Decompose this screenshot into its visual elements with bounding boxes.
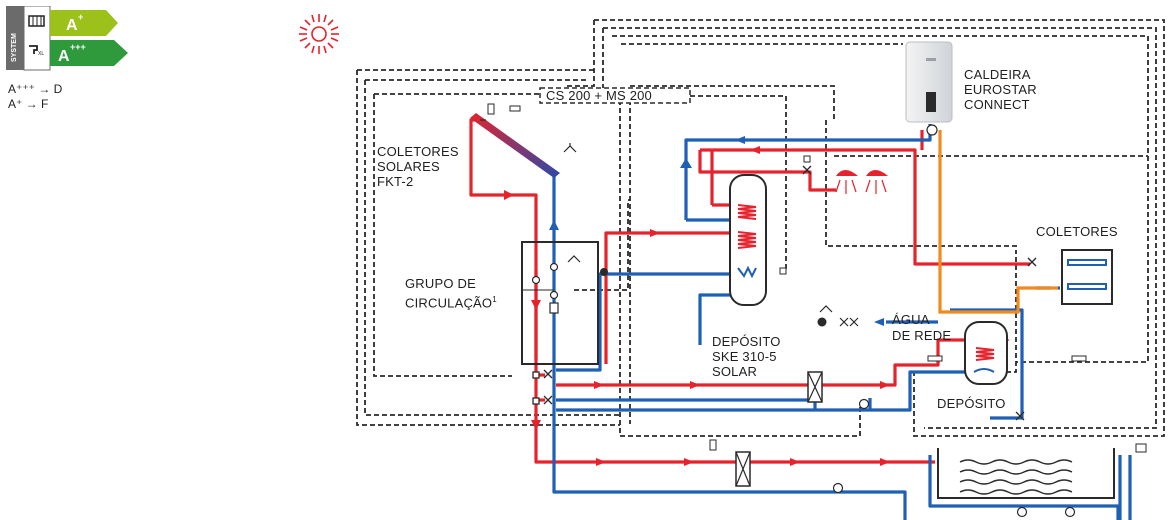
kit-label-box (539, 87, 691, 104)
top-class-arrow (50, 10, 118, 36)
flow-arrows (504, 136, 1010, 466)
solar-collector-icon (470, 103, 577, 178)
collectors-label-3: FKT-2 (377, 174, 414, 189)
shower-icon (835, 170, 888, 194)
manifold-icon (1027, 249, 1113, 305)
energy-label-side-text: SYSTEM (11, 33, 18, 62)
boiler-icon (905, 41, 953, 136)
tank-label-1: DEPÓSITO (712, 334, 781, 349)
water-label-2: DE REDE (892, 328, 952, 343)
energy-label-graphic: SYSTEM XL A + A +++ (6, 5, 128, 71)
group-label-1: GRUPO DE (405, 276, 476, 291)
small-tank-icon (927, 321, 1008, 385)
small-tank-label: DEPÓSITO (937, 396, 1006, 411)
collectors-label-2: SOLARES (377, 159, 440, 174)
expansion-vessel-icon (600, 268, 608, 276)
boiler-label-1: CALDEIRA (964, 67, 1031, 82)
water-label-1: ÁGUA (892, 312, 930, 327)
heat-exchanger-icon (709, 371, 823, 487)
group-label-2: CIRCULAÇÃO1 (405, 295, 497, 311)
hot-pipes (469, 118, 1030, 464)
manifolds-label: COLETORES (1036, 224, 1118, 239)
energy-range-1: A⁺⁺⁺ → D (8, 82, 63, 96)
boiler-label-3: CONNECT (964, 97, 1030, 112)
kit-label: CS 200 + MS 200 (546, 88, 652, 103)
sensor-icon (1071, 355, 1087, 362)
energy-range-2: A⁺ → F (8, 97, 49, 111)
solar-tank-icon (729, 174, 787, 306)
circulation-group-icon (521, 241, 608, 365)
mixing-valve-icon (802, 155, 812, 175)
tap-small-icon: XL (29, 45, 44, 57)
tank-label-3: SOLAR (712, 364, 758, 379)
pool-icon (937, 443, 1147, 499)
sun-icon (299, 14, 339, 54)
gas-pipe (938, 130, 1058, 314)
boiler-label-2: EUROSTAR (964, 82, 1037, 97)
bottom-class-arrow (50, 40, 128, 66)
radiator-small-icon (28, 15, 45, 27)
top-class-sup: + (78, 12, 83, 22)
water-inlet-icon (817, 305, 859, 327)
bottom-class-letter: A (58, 48, 70, 65)
pump-icon (832, 398, 1076, 518)
energy-label: SYSTEM XL A + A +++ (6, 5, 132, 76)
bottom-class-sup: +++ (70, 42, 86, 52)
energy-label-side (6, 6, 24, 70)
svg-text:XL: XL (38, 51, 44, 57)
valve-icon (532, 369, 1025, 421)
collectors-label-1: COLETORES (377, 144, 459, 159)
tank-label-2: SKE 310-5 (712, 349, 777, 364)
top-class-letter: A (66, 17, 78, 34)
